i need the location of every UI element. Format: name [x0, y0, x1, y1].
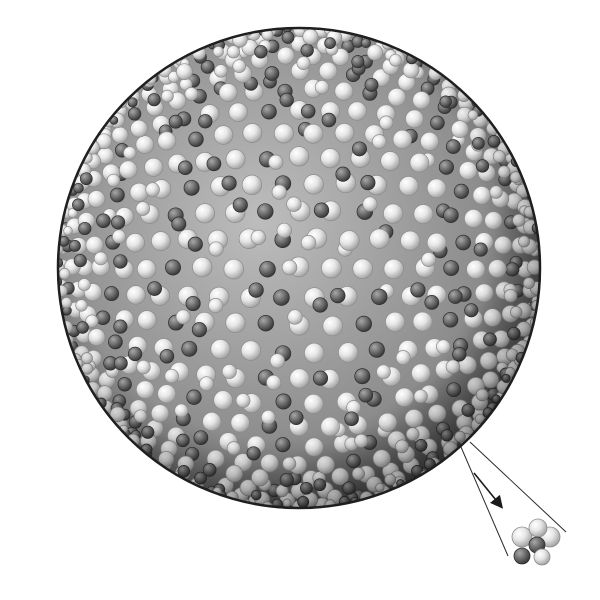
dark-atom [539, 212, 540, 222]
arrow-icon [473, 472, 504, 509]
light-atom [49, 287, 57, 295]
light-atom [58, 315, 64, 328]
light-atom [124, 80, 136, 92]
sphere-icon [49, 26, 542, 517]
dark-atom [151, 61, 161, 71]
dark-atom [534, 317, 540, 327]
light-atom [214, 28, 224, 36]
light-atom [528, 186, 538, 196]
molecule-atom [533, 548, 551, 566]
dark-atom [219, 28, 229, 37]
light-atom [365, 28, 378, 37]
molecule-icon [511, 518, 561, 566]
sphere-outline [56, 26, 542, 510]
callout-line-right [469, 441, 567, 533]
molecule-atom [528, 518, 548, 538]
dark-atom [461, 81, 472, 92]
callout [460, 441, 567, 557]
dark-atom [219, 500, 230, 508]
sphere-shading [58, 28, 540, 508]
dark-atom [535, 208, 540, 218]
molecule-atom [511, 526, 533, 548]
light-atom [307, 509, 315, 517]
molecule-atom [513, 547, 531, 565]
light-atom [191, 488, 200, 497]
light-atom [367, 498, 379, 508]
light-atom [60, 184, 69, 194]
light-atom [58, 206, 64, 219]
light-atom [463, 77, 473, 86]
light-atom [245, 28, 254, 31]
light-atom [125, 443, 137, 456]
callout-line-left [460, 446, 509, 557]
light-atom [462, 446, 475, 459]
dark-atom [469, 448, 478, 457]
dark-atom [113, 94, 123, 103]
